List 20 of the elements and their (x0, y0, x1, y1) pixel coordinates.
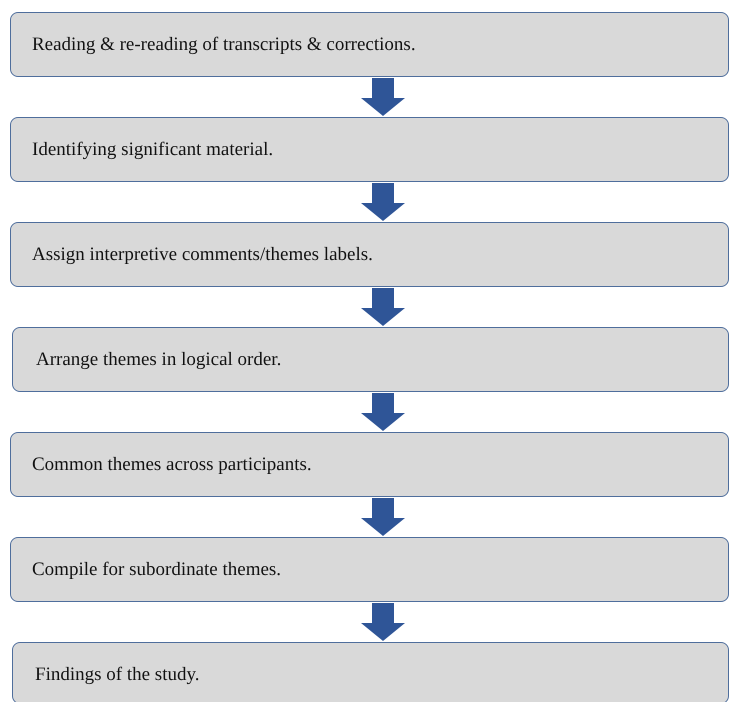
block-arrow (361, 183, 405, 221)
step-text: Common themes across participants. (32, 454, 312, 476)
block-arrow (361, 498, 405, 536)
step-text: Arrange themes in logical order. (36, 349, 282, 371)
step-text: Reading & re-reading of transcripts & corrections. (32, 34, 416, 56)
step-text: Assign interpretive comments/themes labels. (32, 244, 373, 266)
block-arrow (361, 393, 405, 431)
process-box (10, 432, 729, 497)
process-box (10, 537, 729, 602)
process-box (12, 327, 729, 392)
block-arrow (361, 78, 405, 116)
process-box (10, 117, 729, 182)
step-text: Findings of the study. (35, 664, 200, 686)
process-box (12, 642, 729, 702)
block-arrow (361, 288, 405, 326)
step-text: Identifying significant material. (32, 139, 274, 161)
block-arrow (361, 603, 405, 641)
process-box (10, 12, 729, 77)
process-box (10, 222, 729, 287)
step-text: Compile for subordinate themes. (32, 559, 282, 581)
